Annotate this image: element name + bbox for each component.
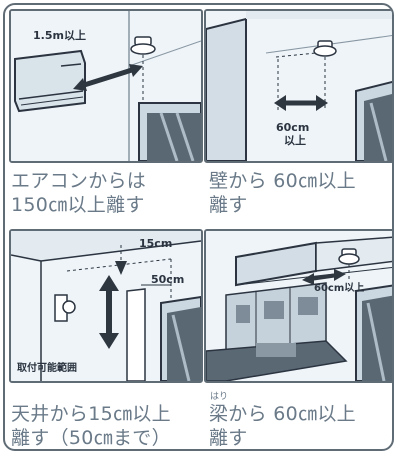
panel-wall: 60cm 以上 — [204, 9, 392, 163]
cabinet-shape — [225, 282, 327, 358]
range-arrow — [99, 275, 119, 349]
caption-wall-line1: 壁から 60㎝以上 — [209, 170, 356, 192]
air-conditioner-illustration: 1.5m以上 — [11, 11, 201, 161]
caption-beam-line1: 梁から 60㎝以上 — [209, 403, 356, 425]
panel-ceiling: 15cm 50cm 取付可能範囲 — [9, 229, 203, 383]
illustration-frame: 1.5m以上 エアコンからは 150㎝以上離す — [3, 3, 394, 451]
caption-ceiling-line1: 天井から15㎝以上 — [11, 403, 171, 425]
label-15cm: 15cm — [139, 237, 172, 250]
distance-arrow — [302, 269, 346, 285]
caption-aircon-line2: 150㎝以上離す — [11, 194, 145, 216]
distance-arrow — [274, 95, 328, 111]
ceiling-illustration: 15cm 50cm 取付可能範囲 — [11, 231, 201, 381]
label-ijou: 以上 — [284, 133, 306, 147]
panel-air-conditioner: 1.5m以上 — [9, 9, 203, 163]
beam-illustration: 60cm以上 — [206, 231, 392, 381]
window-shape — [138, 102, 201, 161]
label-50cm: 50cm — [151, 273, 184, 286]
label-1-5m: 1.5m以上 — [33, 28, 86, 42]
label-60cm: 60cm — [276, 121, 309, 134]
smoke-detector-shape — [338, 248, 360, 281]
caption-wall-line2: 離す — [209, 194, 248, 216]
label-mounting-range: 取付可能範囲 — [17, 361, 77, 374]
window-shape — [355, 80, 392, 161]
smoke-detector-shape — [130, 36, 156, 101]
caption-ceiling-line2: 離す（50㎝まで） — [11, 427, 171, 449]
caption-beam-line2: 離す — [209, 427, 248, 449]
caption-aircon-line1: エアコンからは — [11, 170, 147, 192]
ruby-hari: はり — [210, 392, 229, 402]
distance-arrow — [73, 64, 143, 91]
smoke-detector-shape — [54, 294, 76, 322]
air-conditioner-shape — [14, 49, 86, 113]
wall-illustration: 60cm 以上 — [206, 11, 392, 161]
panel-beam: 60cm以上 — [204, 229, 392, 383]
window-shape — [355, 284, 392, 381]
window-shape — [160, 295, 201, 381]
label-60cm-ijou: 60cm以上 — [314, 281, 364, 294]
